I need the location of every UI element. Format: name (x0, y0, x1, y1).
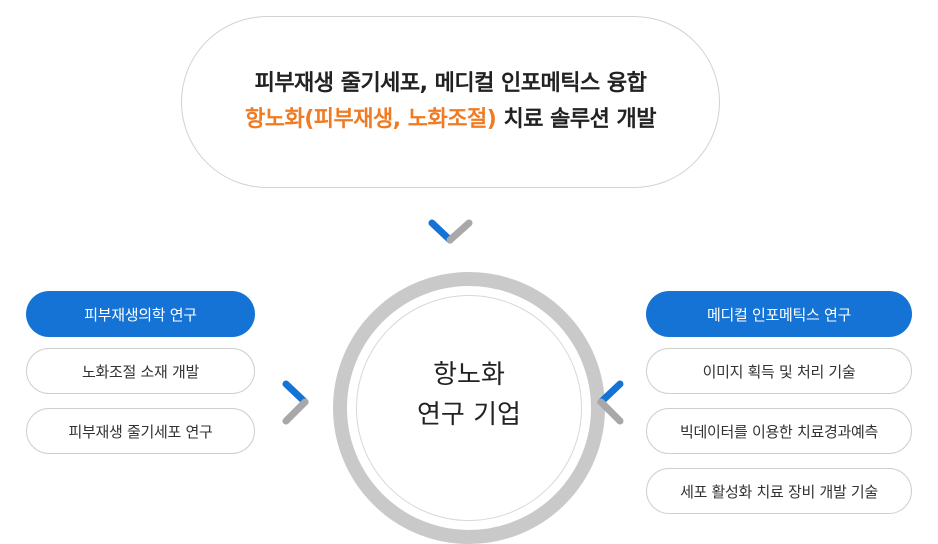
right-item-1: 이미지 획득 및 처리 기술 (646, 348, 912, 394)
headline-rest: 치료 솔루션 개발 (496, 107, 656, 132)
chevron-down-icon (428, 219, 473, 244)
right-item-2: 빅데이터를 이용한 치료경과예측 (646, 408, 912, 454)
center-label-line-1: 항노화 (433, 360, 505, 390)
chevron-down-left-stroke (428, 219, 454, 244)
headline-line-2: 항노화(피부재생, 노화조절) 치료 솔루션 개발 (245, 102, 656, 138)
left-item-2: 피부재생 줄기세포 연구 (26, 408, 255, 454)
chevron-left-top-stroke (597, 380, 624, 406)
center-label: 항노화 연구 기업 (356, 355, 582, 435)
chevron-left-icon (597, 380, 624, 425)
chevron-right-icon (282, 380, 309, 425)
headline-box: 피부재생 줄기세포, 메디컬 인포메틱스 융합 항노화(피부재생, 노화조절) … (181, 16, 720, 188)
center-label-line-2: 연구 기업 (417, 400, 521, 430)
left-title-pill: 피부재생의학 연구 (26, 291, 255, 337)
right-item-3: 세포 활성화 치료 장비 개발 기술 (646, 468, 912, 514)
headline-line-1: 피부재생 줄기세포, 메디컬 인포메틱스 융합 (254, 71, 647, 96)
headline-highlight: 항노화(피부재생, 노화조절) (245, 107, 497, 132)
chevron-left-bottom-stroke (597, 398, 624, 425)
chevron-right-bottom-stroke (282, 398, 309, 425)
center-inner-circle (356, 295, 582, 521)
left-item-1: 노화조절 소재 개발 (26, 348, 255, 394)
chevron-down-right-stroke (446, 219, 473, 244)
right-title-pill: 메디컬 인포메틱스 연구 (646, 291, 912, 337)
chevron-right-top-stroke (282, 380, 309, 406)
